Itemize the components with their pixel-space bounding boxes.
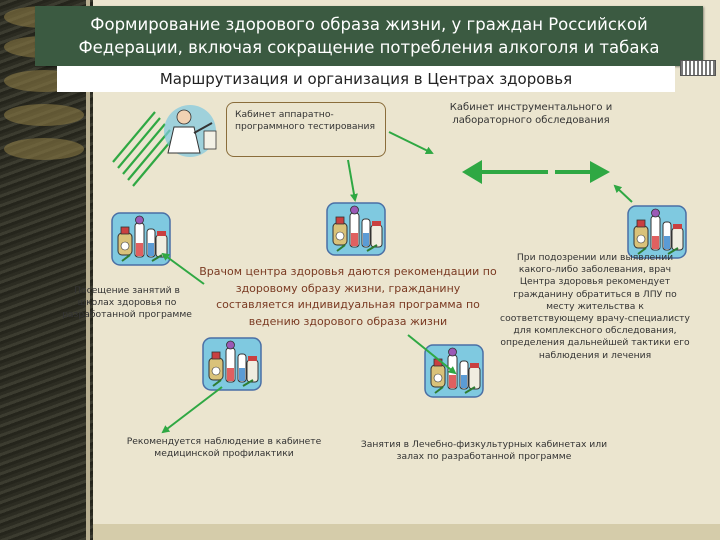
decorative-swirl [4,138,84,160]
referral-note: При подозрении или выявлении какого-либо… [500,252,690,361]
doctor-icon [164,105,217,157]
title-line-2: Федерации, включая сокращение потреблени… [78,38,660,57]
decorative-bottom-band [93,524,720,540]
arrow-to-health-school [161,252,205,285]
hardware-testing-cabinet: Кабинет аппаратно-программного тестирова… [226,102,386,157]
medicine-bottles-icon [326,202,386,256]
lab-examination-cabinet: Кабинет инструментального и лабораторног… [449,102,613,126]
decorative-divider [86,0,90,540]
physiotherapy-classes: Занятия в Лечебно-физкультурных кабинета… [360,439,608,462]
prevention-cabinet: Рекомендуется наблюдение в кабинете меди… [126,436,322,459]
medicine-bottles-icon [111,212,171,266]
medicine-bottles-icon [627,205,687,259]
slide-title: Формирование здорового образа жизни, у г… [35,6,703,66]
arrow-to-lab [388,131,434,154]
arrow-to-prevention [161,386,223,434]
arrow-to-physio [407,334,457,375]
medicine-bottles-icon [202,337,262,391]
arrow-to-recommendation [347,159,358,202]
thick-arrow-left [462,160,548,184]
thick-arrow-right [555,161,610,183]
title-line-1: Формирование здорового образа жизни, у г… [90,15,648,34]
slide-subtitle: Маршрутизация и организация в Центрах зд… [57,66,675,92]
main-recommendation: Врачом центра здоровья даются рекомендац… [199,265,497,328]
arrow-to-referral [613,184,633,203]
health-school-classes: Посещение занятий в школах здоровья по р… [62,285,192,320]
grid-icon [680,60,716,76]
decorative-swirl [4,104,84,126]
